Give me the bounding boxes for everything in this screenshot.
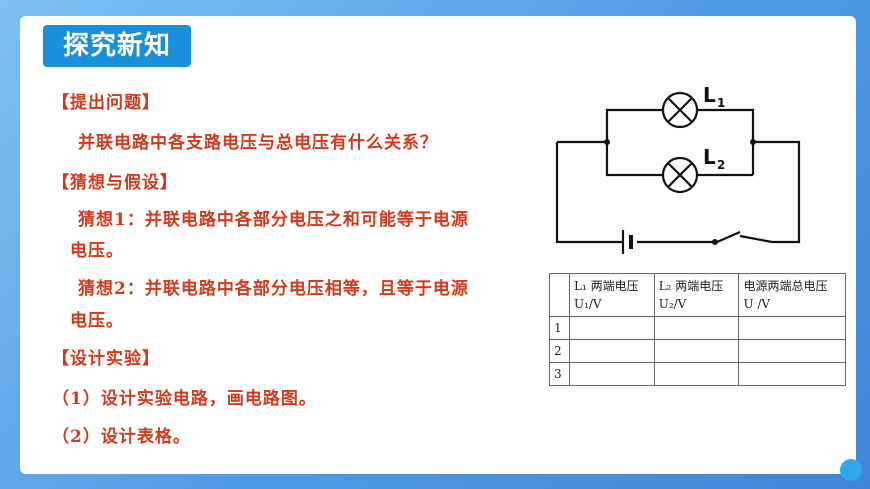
circuit-diagram: L 1 L 2 [555,83,801,254]
switch-icon [716,230,741,244]
table-row: 3 [549,362,846,386]
guess-header: 【猜想与假设】 [52,173,178,193]
ask-header: 【提出问题】 [52,93,160,113]
lamp1-icon [661,91,699,129]
section-badge: 探究新知 [43,25,191,67]
guess1-line1: 猜想1：并联电路中各部分电压之和可能等于电源 [78,210,469,227]
header-cell: 电源两端总电压 U /V [738,273,846,317]
junction-right [750,139,756,145]
guess2-clip: 猜想2：并联电路中各部分电压相等，且等于电源 [78,274,545,296]
step2-text: （2）设计表格。 [52,427,191,447]
lamp2-subscript: 2 [717,158,725,172]
table-header-row: L₁ 两端电压 U₁/V L₂ 两端电压 U₂/V 电源两端总电压 U /V [549,273,846,317]
wire-right [739,140,801,244]
branch2-left [605,142,663,177]
row-number: 1 [549,316,570,340]
lamp1-label: L [703,83,716,107]
guess1-line2: 电压。 [70,241,124,261]
guess2-line1: 猜想2：并联电路中各部分电压相等，且等于电源 [78,279,469,296]
question-text: 并联电路中各支路电压与总电压有什么关系？ [78,133,438,153]
step1-text: （1）设计实验电路，画电路图。 [52,389,317,409]
design-header: 【设计实验】 [52,349,160,369]
lamp2-icon [661,156,699,194]
header-cell: L₁ 两端电压 U₁/V [568,273,655,317]
lamp1-subscript: 1 [717,96,725,110]
guess1-clip: 猜想1：并联电路中各部分电压之和可能等于电源 [78,205,545,227]
row-number: 2 [549,339,570,363]
header-cell [549,273,570,317]
header-cell: L₂ 两端电压 U₂/V [653,273,740,317]
guess2-line2: 电压。 [70,311,124,331]
table-row: 1 [549,316,846,340]
slide-sheet [20,16,856,474]
lamp2-label: L [703,145,716,169]
branch1-left [605,108,663,142]
switch-contact [712,239,718,245]
table-row: 2 [549,339,846,363]
wire-left-bottom [555,142,623,244]
junction-left [604,139,610,145]
measurement-table: L₁ 两端电压 U₁/V L₂ 两端电压 U₂/V 电源两端总电压 U /V 1… [549,273,846,386]
branch1-right [697,108,755,175]
row-number: 3 [549,362,570,386]
corner-decoration [840,459,862,481]
